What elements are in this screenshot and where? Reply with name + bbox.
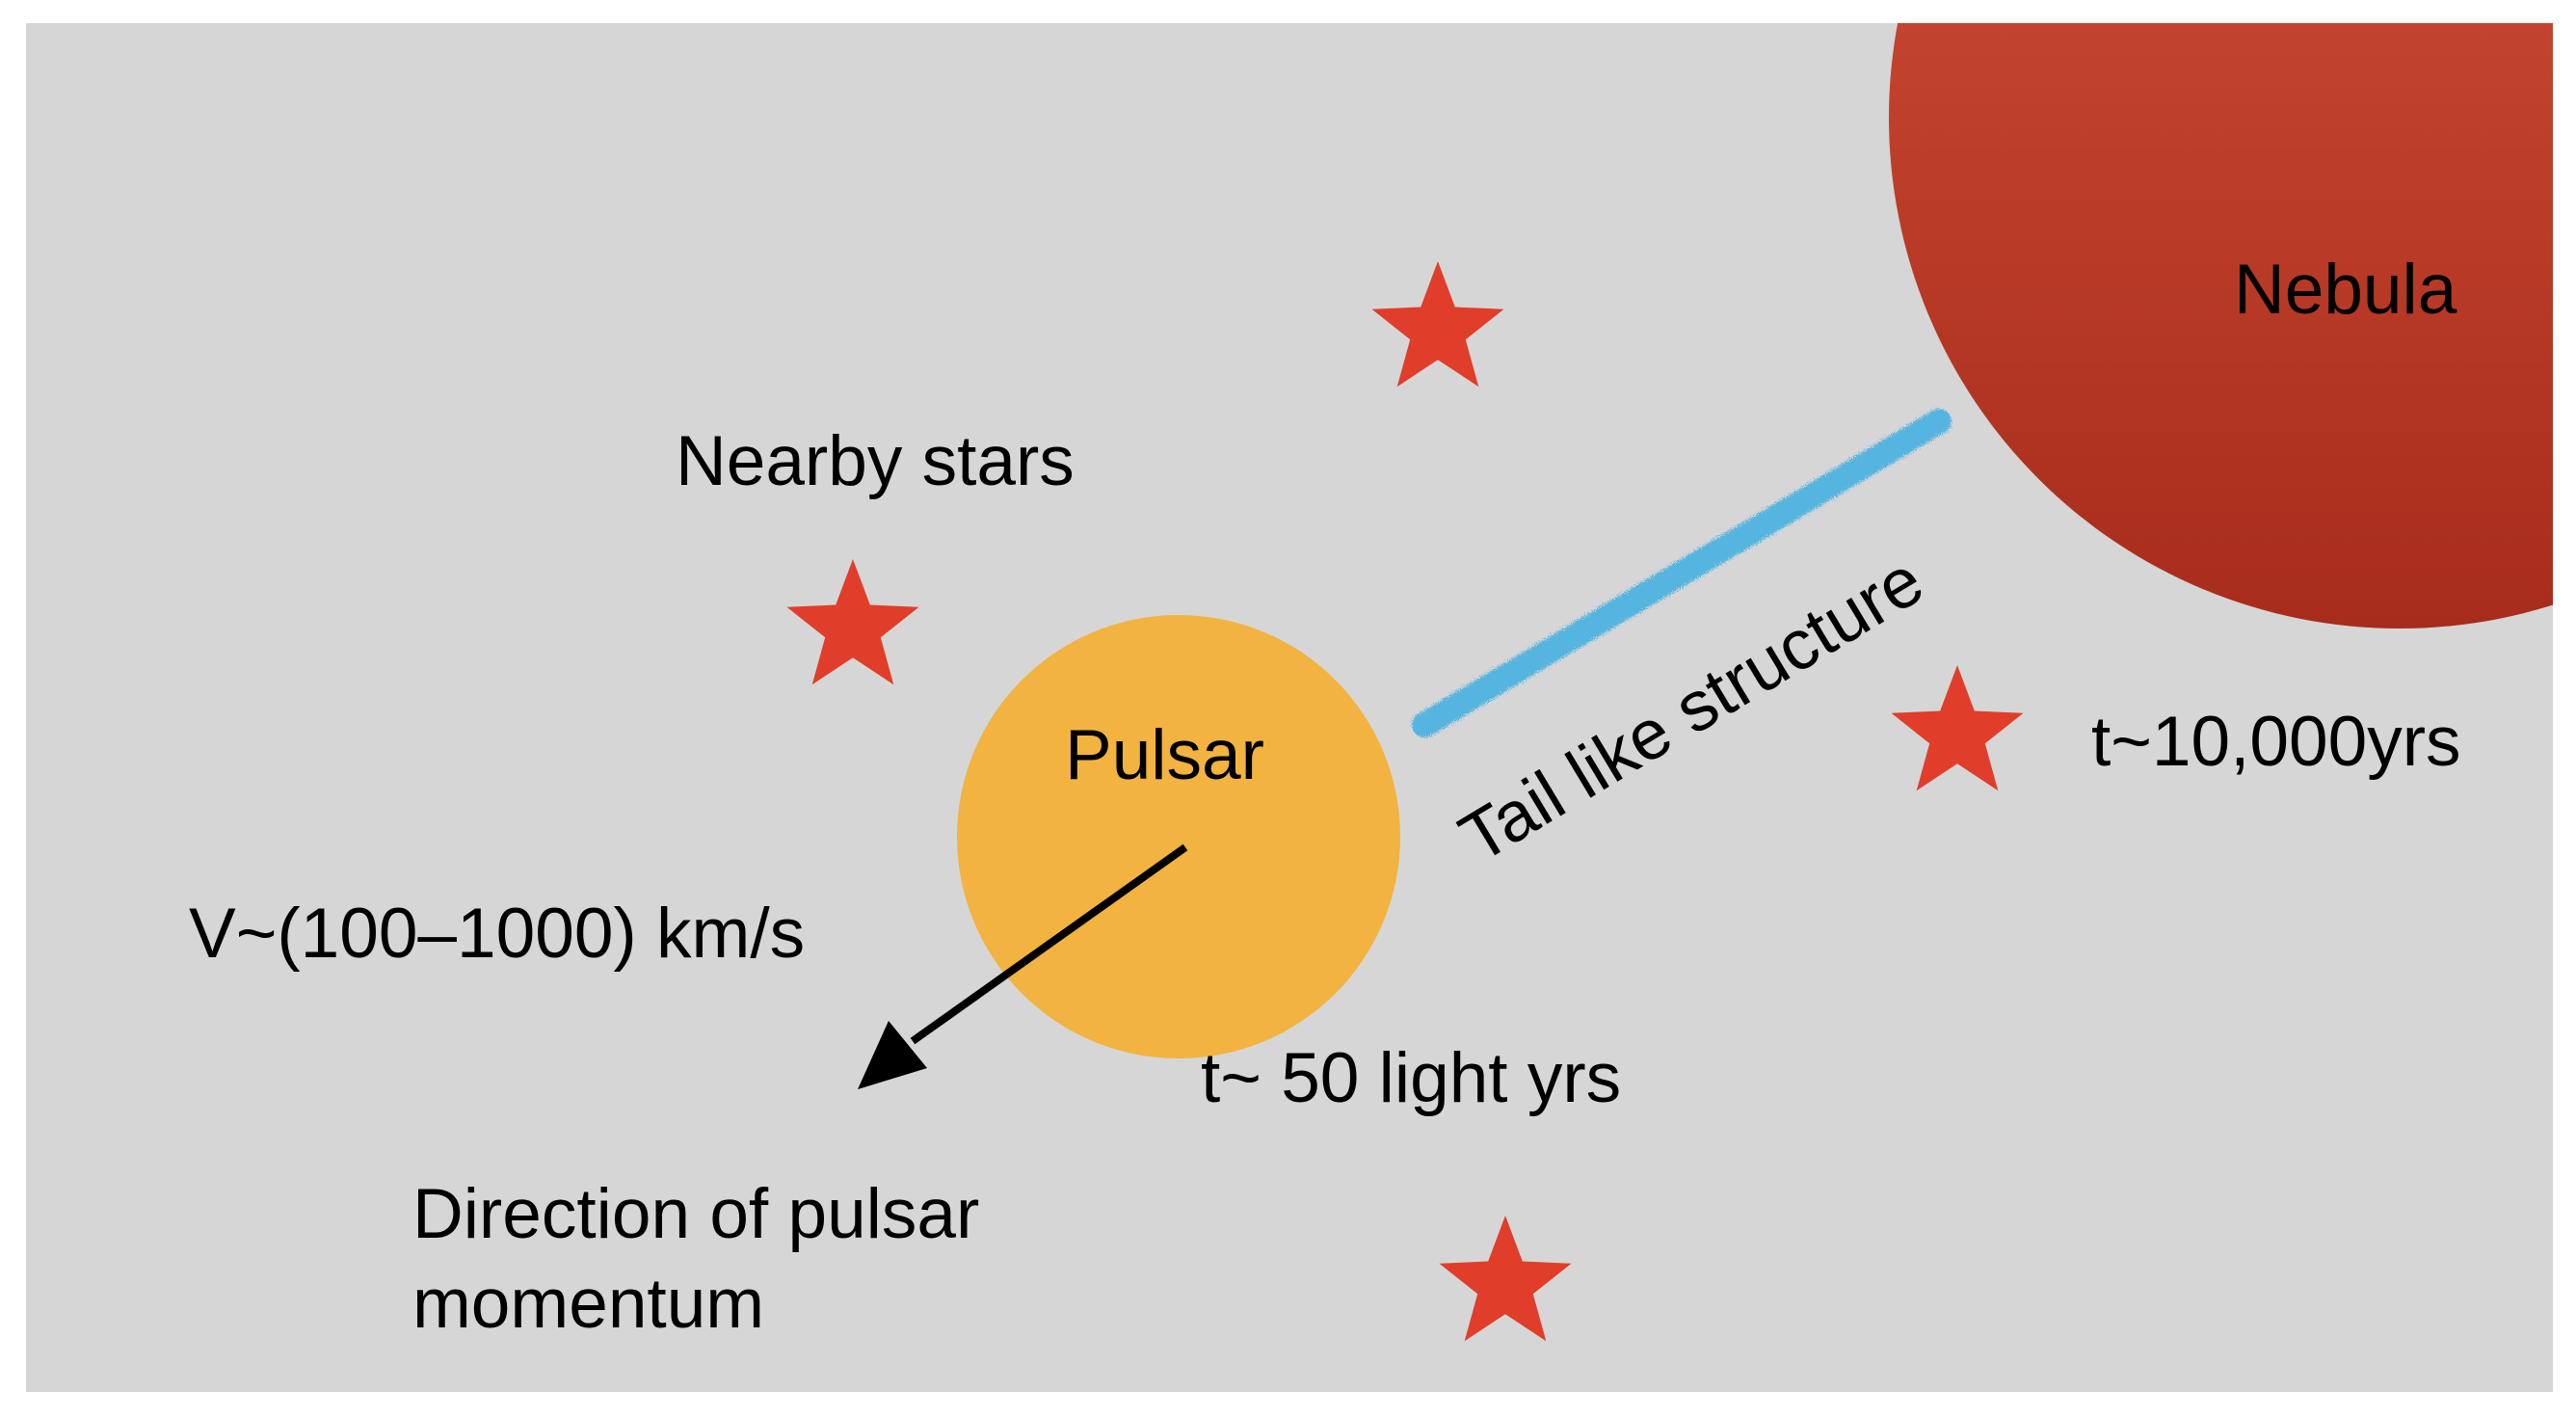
direction-label-line2: momentum: [412, 1265, 764, 1343]
star-icon: [1439, 1216, 1572, 1342]
star-icon: [1371, 261, 1504, 388]
distance-label: t~ 50 light yrs: [1201, 1039, 1621, 1117]
momentum-arrow: [910, 843, 1188, 1045]
age-label: t~10,000yrs: [2091, 703, 2461, 781]
tail-streak: [1412, 409, 1952, 737]
star-icon: [1891, 665, 2024, 791]
pulsar-label: Pulsar: [1065, 716, 1264, 794]
velocity-label: V~(100–1000) km/s: [189, 895, 805, 973]
star-icon: [786, 559, 919, 685]
nebula-label: Nebula: [2234, 251, 2457, 329]
pulsar-circle: [957, 615, 1400, 1058]
direction-label-line1: Direction of pulsar: [412, 1175, 979, 1253]
arrow-head-icon: [858, 1021, 927, 1089]
nebula-circle: [1889, 23, 2553, 629]
nearby-stars-label: Nearby stars: [676, 422, 1075, 500]
